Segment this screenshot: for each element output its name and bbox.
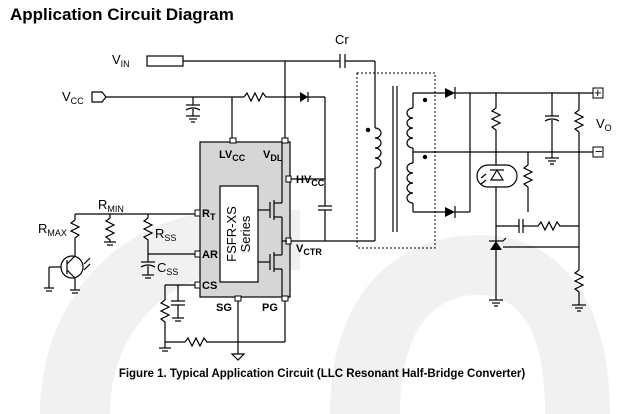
rmin-resistor-icon [104,214,116,242]
low-side-mosfet-icon [258,241,283,296]
cs-capacitor-icon [171,300,185,322]
cs-ground-icon [159,342,171,352]
css-ground-icon [142,274,154,279]
vcc-terminal [91,91,107,103]
bootstrap-diode-icon [300,92,309,102]
dot-primary [365,127,371,133]
rss-label: RSS [155,226,176,243]
vo-minus-terminal [592,146,604,158]
rmax-label: RMAX [38,221,67,238]
sense-resistor-icon [184,336,285,348]
vo-plus-label: + [594,85,602,100]
pin-vctr-label: VCTR [296,243,322,257]
chip-name-line2: Series [238,215,253,252]
cr-label: Cr [335,32,349,47]
vcc-resistor-icon [243,91,300,103]
output-diode-top-icon [445,87,456,99]
chip-name-line1: FSFR-XS [224,206,239,262]
output-ground-icon [545,152,559,165]
rmin-label: RMIN [98,197,124,214]
dot-secondary-b [422,154,428,160]
bootstrap-capacitor-icon [318,179,332,241]
rmin-ground-icon [104,241,116,246]
cs-resistor-icon [159,299,171,332]
pin-lvcc-label: LVCC [219,149,246,163]
dot-secondary-a [422,97,428,103]
pin-vdl-label: VDL [263,149,283,163]
feedback-ground-a-icon [489,299,503,307]
transformer-icon [374,86,414,241]
css-label: CSS [157,260,178,277]
page-title: Application Circuit Diagram [10,5,234,24]
pin-rt-label: RT [202,208,216,222]
pin-hvcc-label: HVCC [296,174,325,188]
vin-terminal [146,55,184,67]
feedback-resistor-top-icon [490,93,502,152]
css-capacitor-icon [140,254,156,275]
pin-cs-label: CS [202,280,217,292]
transformer-outline [356,72,436,249]
optocoupler-icon [476,164,518,188]
vo-label: VO [596,116,612,133]
feedback-resistor-mid-icon [522,152,534,212]
rmax-resistor-icon [69,214,81,250]
ground-icon [186,115,200,123]
pin-pg-label: PG [262,302,278,314]
resonant-capacitor-icon [339,54,346,68]
load-resistor-icon [573,93,585,152]
output-diode-bottom-icon [445,206,456,218]
divider-resistor-icon [573,269,585,305]
figure-caption: Figure 1. Typical Application Circuit (L… [118,368,526,380]
pin-sg-label: SG [216,302,232,314]
zener-icon [489,226,507,300]
opto-transistor-icon [48,255,91,290]
vo-plus-terminal [592,87,604,99]
controller-block [219,185,259,283]
pin-ar-label: AR [202,249,218,261]
compensation-capacitor-icon [496,219,538,233]
output-capacitor-icon [544,93,560,152]
compensation-resistor-icon [537,220,579,232]
signal-ground-icon [230,353,246,361]
vcc-capacitor-icon [185,97,201,116]
feedback-ground-b-icon [572,304,586,312]
high-side-mosfet-icon [258,188,283,241]
vo-minus-label: − [595,144,603,159]
rss-resistor-icon [142,217,154,244]
vin-label: VIN [112,52,130,69]
opto-ground-icon [44,287,80,294]
vcc-label: VCC [62,89,84,106]
